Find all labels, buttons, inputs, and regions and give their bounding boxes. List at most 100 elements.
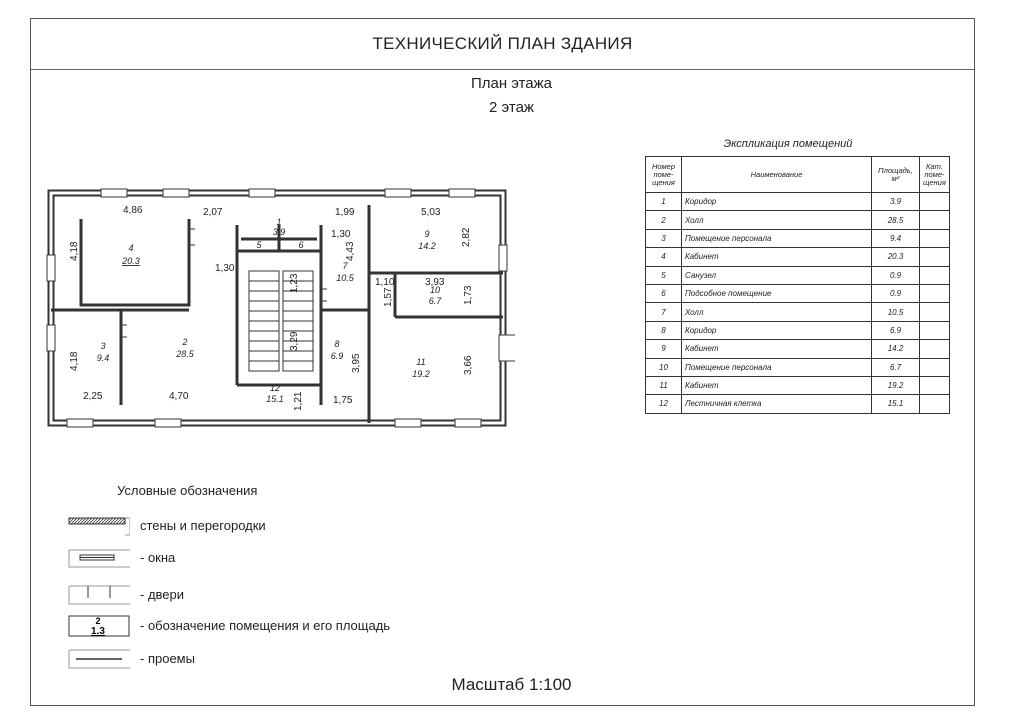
cell-name: Подсобное помещение [681,283,872,304]
cell-area: 3.9 [871,191,920,212]
cell-category [919,265,950,285]
legend-label: стены и перегородки [140,518,266,533]
cell-number: 2 [645,210,682,230]
explication-table: Номер поме-щения Наименование Площадь, м… [645,156,950,414]
cell-category [919,320,950,341]
dimension: 5,03 [421,207,441,218]
dimension: 1,73 [463,285,474,305]
cell-category [919,247,950,267]
cell-name: Помещение персонала [681,357,872,377]
window [384,188,412,198]
window [498,244,508,272]
sample-room-area: 1.3 [91,626,105,637]
room-number: 2 [181,337,187,347]
dimension: 4,43 [345,241,356,261]
dimension: 1,23 [289,273,300,293]
window [154,418,182,428]
cell-category [919,302,950,322]
dimension: 3,95 [351,353,362,373]
cell-number: 8 [645,320,682,341]
room-area: 3.9 [273,227,286,237]
dimension: 3,93 [425,277,445,288]
dimension: 1,57 [383,287,394,307]
window [498,334,515,362]
dimension: 1,75 [333,395,353,406]
room-number: 9 [424,229,429,239]
room-number: 10 [430,285,440,295]
room-number: 4 [128,243,133,253]
dimension: 3,29 [289,331,300,351]
cell-area: 10.5 [871,302,920,322]
window [454,418,482,428]
dimension: 2,25 [83,391,103,402]
room-area: 19.2 [412,369,430,379]
cell-number: 6 [645,283,682,304]
dimension: 1,30 [331,229,351,240]
cell-category [919,394,950,414]
cell-category [919,210,950,230]
drawing-sheet: ТЕХНИЧЕСКИЙ ПЛАН ЗДАНИЯ [30,18,975,706]
dimension: 2,82 [461,227,472,247]
cell-category [919,283,950,304]
stairs [248,270,314,372]
cell-area: 20.3 [871,247,920,267]
dimension: 4,86 [123,205,143,216]
dimension: 1,10 [375,277,395,288]
cell-name: Кабинет [681,247,872,267]
cell-name: Помещение персонала [681,228,872,249]
plan-title: План этажа [470,75,553,92]
dimension: 3,66 [463,355,474,375]
document-title: ТЕХНИЧЕСКИЙ ПЛАН ЗДАНИЯ [31,19,974,70]
window [66,418,94,428]
legend-label: - окна [140,550,176,565]
dimension: 4,18 [69,351,80,371]
cell-name: Коридор [681,320,872,341]
legend-label: - обозначение помещения и его площадь [140,618,391,633]
cell-area: 6.9 [871,320,920,341]
cell-name: Лестничная клетка [681,394,872,414]
sample-room-number: 2 [95,616,100,626]
room-area: 28.5 [175,349,195,359]
cell-area: 19.2 [871,375,920,396]
floor-label: 2 этаж [489,99,534,116]
cell-number: 1 [645,191,682,212]
window [162,188,190,198]
dimension: 1,99 [335,207,355,218]
floor-plan: 4,86 2,07 1,99 5,03 4,18 2,82 1,30 4,43 … [46,188,515,428]
dimension: 1,30 [215,263,235,274]
explication-title: Экспликация помещений [723,138,853,150]
cell-name: Кабинет [681,375,872,396]
cell-category [919,357,950,377]
window [46,324,56,352]
cell-number: 7 [645,302,682,322]
col-number: Номер поме-щения [645,156,682,193]
partition [79,219,191,307]
window [100,188,128,198]
cell-area: 0.9 [871,265,920,285]
room-number: 5 [256,240,262,250]
col-name: Наименование [681,156,872,193]
room-area: 9.4 [97,353,110,363]
room-area: 20.3 [121,256,140,266]
cell-name: Холл [681,302,872,322]
room-area: 6.9 [331,351,344,361]
cell-area: 0.9 [871,283,920,304]
cell-name: Коридор [681,191,872,212]
cell-area: 15.1 [871,394,920,414]
room-number: 1 [276,217,281,227]
legend-title: Условные обозначения [117,483,258,498]
dimension: 2,07 [203,207,223,218]
cell-number: 3 [645,228,682,249]
col-area: Площадь, м² [871,156,920,193]
opening-symbol [68,649,130,669]
cell-number: 4 [645,247,682,267]
cell-number: 5 [645,265,682,285]
door-symbol [68,585,130,605]
cell-category [919,339,950,359]
